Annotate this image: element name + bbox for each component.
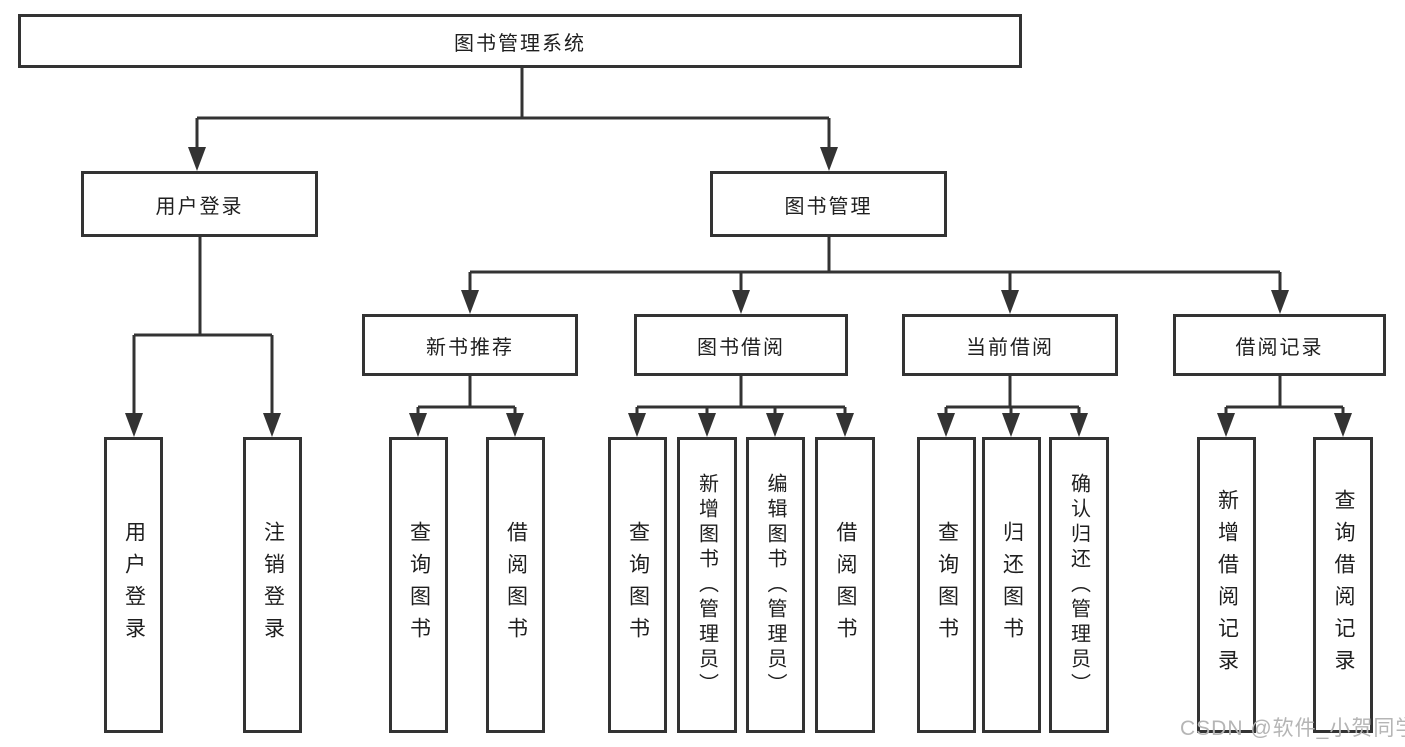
arrowhead-icon — [506, 413, 524, 437]
arrowhead-icon — [937, 413, 955, 437]
node-user-login: 用户登录 — [81, 171, 318, 237]
arrowhead-icon — [461, 290, 479, 314]
leaf-borrow-borrow-book-label: 借阅图书 — [834, 521, 857, 649]
node-current-borrow-label: 当前借阅 — [966, 336, 1054, 359]
node-book-management: 图书管理 — [710, 171, 947, 237]
leaf-newrec-query-book: 查询图书 — [389, 437, 448, 733]
arrowhead-icon — [1271, 290, 1289, 314]
watermark: CSDN @软件_小贺同学 — [1180, 717, 1405, 740]
arrowhead-icon — [188, 147, 206, 171]
connector-root — [188, 68, 838, 171]
node-new-book-recommend-label: 新书推荐 — [426, 336, 514, 359]
connector-borrow-record — [1217, 376, 1352, 437]
leaf-borrow-add-book-admin: 新增图书（管理员） — [677, 437, 737, 733]
arrowhead-icon — [263, 413, 281, 437]
connector-current-borrow — [937, 376, 1088, 437]
node-borrow-record: 借阅记录 — [1173, 314, 1386, 376]
leaf-record-add-borrow-record-label: 新增借阅记录 — [1215, 489, 1239, 681]
arrowhead-icon — [125, 413, 143, 437]
leaf-current-return-book: 归还图书 — [982, 437, 1041, 733]
arrowhead-icon — [1070, 413, 1088, 437]
node-book-management-label: 图书管理 — [784, 195, 873, 218]
leaf-record-query-borrow-record: 查询借阅记录 — [1313, 437, 1373, 733]
arrowhead-icon — [836, 413, 854, 437]
leaf-record-add-borrow-record: 新增借阅记录 — [1197, 437, 1256, 733]
leaf-newrec-query-book-label: 查询图书 — [407, 521, 431, 649]
leaf-borrow-edit-book-admin-label: 编辑图书（管理员） — [764, 472, 786, 698]
connector-new-book-recommend — [409, 376, 524, 437]
node-book-borrow: 图书借阅 — [634, 314, 848, 376]
connector-user-login — [125, 237, 281, 437]
leaf-borrow-edit-book-admin: 编辑图书（管理员） — [746, 437, 805, 733]
leaf-current-query-book: 查询图书 — [917, 437, 976, 733]
leaf-newrec-borrow-book-label: 借阅图书 — [504, 521, 528, 649]
node-new-book-recommend: 新书推荐 — [362, 314, 578, 376]
node-user-login-label: 用户登录 — [155, 195, 244, 218]
arrowhead-icon — [409, 413, 427, 437]
arrowhead-icon — [628, 413, 646, 437]
node-library-management-system-label: 图书管理系统 — [454, 32, 586, 55]
leaf-borrow-query-book: 查询图书 — [608, 437, 667, 733]
leaf-current-confirm-return-admin: 确认归还（管理员） — [1049, 437, 1109, 733]
leaf-logout-login: 注销登录 — [243, 437, 302, 733]
arrowhead-icon — [1217, 413, 1235, 437]
arrowhead-icon — [732, 290, 750, 314]
leaf-newrec-borrow-book: 借阅图书 — [486, 437, 545, 733]
leaf-borrow-borrow-book: 借阅图书 — [815, 437, 875, 733]
leaf-current-query-book-label: 查询图书 — [935, 521, 959, 649]
node-current-borrow: 当前借阅 — [902, 314, 1118, 376]
leaf-user-login: 用户登录 — [104, 437, 163, 733]
arrowhead-icon — [698, 413, 716, 437]
arrowhead-icon — [766, 413, 784, 437]
node-library-management-system: 图书管理系统 — [18, 14, 1022, 68]
arrowhead-icon — [1334, 413, 1352, 437]
arrowhead-icon — [1001, 290, 1019, 314]
node-book-borrow-label: 图书借阅 — [697, 336, 785, 359]
connector-book-borrow — [628, 376, 854, 437]
connector-book-management — [461, 237, 1289, 314]
leaf-borrow-add-book-admin-label: 新增图书（管理员） — [695, 472, 718, 698]
arrowhead-icon — [820, 147, 838, 171]
node-borrow-record-label: 借阅记录 — [1235, 336, 1324, 359]
leaf-current-confirm-return-admin-label: 确认归还（管理员） — [1067, 472, 1090, 698]
leaf-logout-login-label: 注销登录 — [261, 521, 285, 649]
leaf-borrow-query-book-label: 查询图书 — [626, 521, 650, 649]
leaf-user-login-label: 用户登录 — [122, 521, 146, 649]
leaf-current-return-book-label: 归还图书 — [1000, 521, 1024, 649]
arrowhead-icon — [1002, 413, 1020, 437]
leaf-record-query-borrow-record-label: 查询借阅记录 — [1332, 489, 1355, 681]
